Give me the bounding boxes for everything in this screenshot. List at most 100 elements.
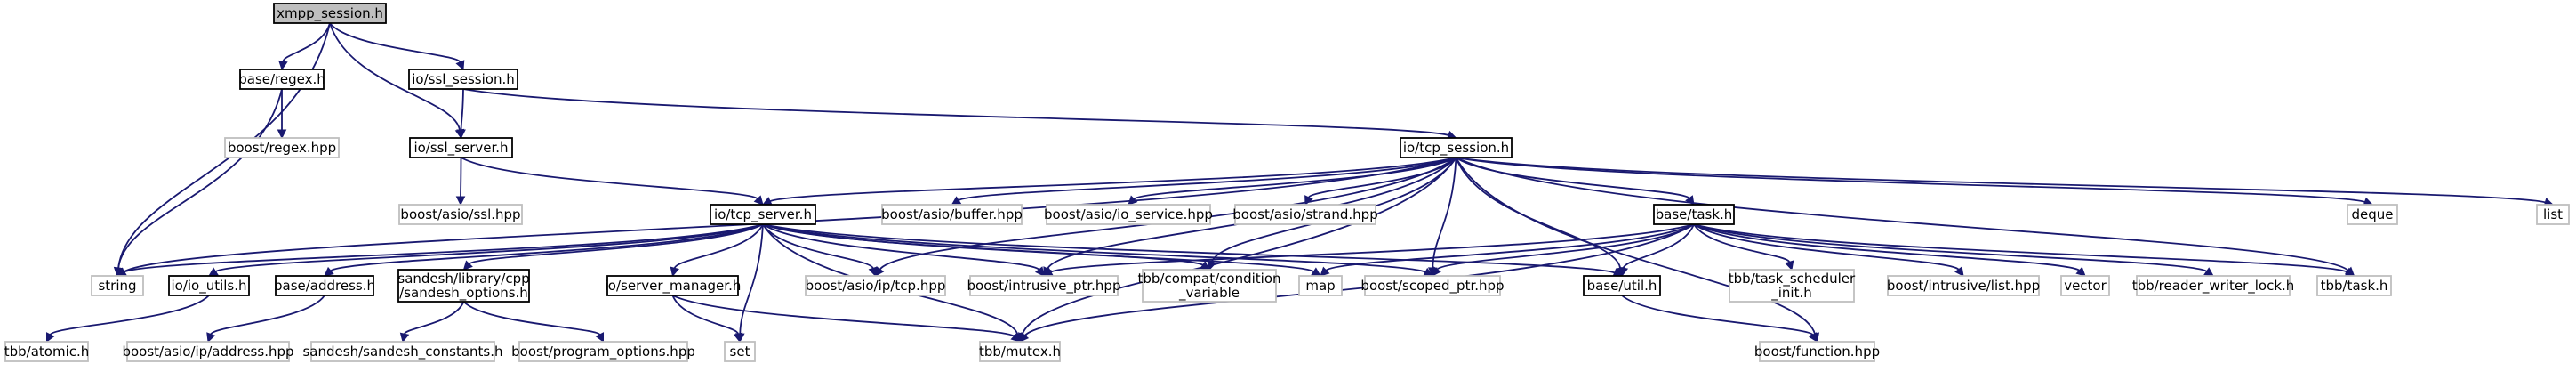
node-label: _variable <box>1178 285 1240 302</box>
node-boost-function: boost/function.hpp <box>1754 341 1880 362</box>
edge-io_server_manager-to-set <box>671 295 743 344</box>
edge-base_task-to-tbb_task_sched <box>1693 223 1794 271</box>
node-label: boost/asio/strand.hpp <box>1232 206 1377 222</box>
node-label: base/address.h <box>274 278 375 294</box>
node-label: io/io_utils.h <box>171 278 246 295</box>
node-boost-asio-strand: boost/asio/strand.hpp <box>1232 204 1378 225</box>
edge-io_tcp_session-to-deque <box>1456 157 2374 206</box>
node-boost-intrusive-list: boost/intrusive/list.hpp <box>1887 275 2040 296</box>
edge-base_regex-to-string <box>113 88 283 278</box>
node-label: io/server_manager.h <box>605 278 742 295</box>
edge-io_tcp_server-to-base_address <box>324 223 764 277</box>
node-label: io/ssl_server.h <box>413 140 508 157</box>
node-label: _init.h <box>1770 285 1812 302</box>
edge-io_tcp_server-to-boost_intrusive_ptr <box>762 223 1045 277</box>
node-label: boost/asio/ip/address.hpp <box>122 344 293 360</box>
node-xmpp-session[interactable]: xmpp_session.h <box>273 3 387 24</box>
node-deque: deque <box>2347 204 2398 225</box>
node-label: io/tcp_server.h <box>714 206 812 223</box>
node-label: boost/program_options.hpp <box>511 344 695 360</box>
edge-io_server_manager-to-tbb_mutex <box>672 295 1021 343</box>
edge-io_tcp_session-to-io_tcp_server <box>761 157 1457 206</box>
node-boost-intrusive-ptr: boost/intrusive_ptr.hpp <box>967 275 1121 296</box>
node-io-tcp-session[interactable]: io/tcp_session.h <box>1400 137 1513 158</box>
node-label: set <box>730 344 750 360</box>
node-vector: vector <box>2060 275 2110 296</box>
edge-base_task-to-boost_scoped_ptr <box>1432 223 1695 277</box>
node-label: tbb/atomic.h <box>4 344 90 360</box>
edge-io_tcp_server-to-string <box>116 223 764 277</box>
node-base-regex[interactable]: base/regex.h <box>238 69 325 90</box>
node-label: io/ssl_session.h <box>412 71 515 88</box>
edge-base_util-to-boost_function <box>1621 295 1818 343</box>
node-label: boost/asio/ip/tcp.hpp <box>806 278 946 294</box>
node-label: /sandesh_options.h <box>399 285 528 302</box>
node-label: base/task.h <box>1656 206 1733 222</box>
node-map: map <box>1298 275 1343 296</box>
node-tbb-mutex: tbb/mutex.h <box>979 341 1061 362</box>
node-label: sandesh/sandesh_constants.h <box>302 344 502 360</box>
node-boost-asio-ip-address: boost/asio/ip/address.hpp <box>122 341 294 362</box>
node-base-address[interactable]: base/address.h <box>274 275 375 296</box>
edge-io_tcp_session-to-boost_function <box>1455 157 1820 344</box>
node-label: base/regex.h <box>238 71 325 87</box>
node-boost-scoped-ptr: boost/scoped_ptr.hpp <box>1360 275 1505 296</box>
node-label: base/util.h <box>1587 278 1657 294</box>
edge-io_tcp_session-to-boost_asio_buffer <box>951 157 1457 206</box>
edge-io_tcp_server-to-sandesh_options <box>462 223 764 271</box>
node-tbb-task-sched: tbb/task_scheduler_init.h <box>1729 269 1856 303</box>
node-label: boost/asio/buffer.hpp <box>881 206 1023 222</box>
edge-io_tcp_server-to-boost_asio_ip_tcp <box>762 223 878 278</box>
node-label: sandesh/library/cpp <box>397 271 529 287</box>
node-io-io-utils[interactable]: io/io_utils.h <box>168 275 250 296</box>
node-io-ssl-session[interactable]: io/ssl_session.h <box>408 69 518 90</box>
node-list: list <box>2536 204 2570 225</box>
node-label: map <box>1305 278 1335 294</box>
node-boost-regex: boost/regex.hpp <box>224 137 340 158</box>
node-tbb-compat-condvar: tbb/compat/condition_variable <box>1137 269 1281 303</box>
node-base-util[interactable]: base/util.h <box>1583 275 1661 296</box>
node-label: xmpp_session.h <box>277 5 383 22</box>
node-label: boost/asio/io_service.hpp <box>1044 206 1213 223</box>
edge-io_tcp_server-to-io_server_manager <box>670 223 764 278</box>
node-boost-asio-io-service: boost/asio/io_service.hpp <box>1044 204 1213 225</box>
edge-base_task-to-vector <box>1693 223 2086 277</box>
node-label: tbb/compat/condition <box>1137 271 1280 287</box>
edge-xmpp_session-to-io_ssl_session <box>329 22 465 71</box>
edge-base_task-to-base_util <box>1618 223 1695 278</box>
edge-base_task-to-map <box>1320 223 1695 277</box>
node-io-ssl-server[interactable]: io/ssl_server.h <box>409 137 513 158</box>
node-base-task[interactable]: base/task.h <box>1653 204 1735 225</box>
node-label: tbb/task_scheduler <box>1729 271 1856 287</box>
node-boost-program-options: boost/program_options.hpp <box>511 341 695 362</box>
node-io-server-manager[interactable]: io/server_manager.h <box>605 275 742 296</box>
edge-sandesh_options-to-boost_program_options <box>462 301 605 344</box>
node-label: boost/scoped_ptr.hpp <box>1360 278 1504 295</box>
node-label: boost/function.hpp <box>1754 344 1880 360</box>
edge-io_ssl_session-to-io_ssl_server <box>456 88 466 140</box>
node-string: string <box>91 275 144 296</box>
edge-io_ssl_server-to-boost_asio_ssl <box>455 157 466 206</box>
node-label: tbb/reader_writer_lock.h <box>2132 278 2295 295</box>
node-label: io/tcp_session.h <box>1403 140 1509 157</box>
node-boost-asio-buffer: boost/asio/buffer.hpp <box>881 204 1023 225</box>
node-label: deque <box>2351 206 2393 222</box>
edge-io_io_utils-to-tbb_atomic <box>45 295 210 343</box>
node-boost-asio-ssl: boost/asio/ssl.hpp <box>398 204 523 225</box>
node-label: vector <box>2064 278 2107 294</box>
edge-io_tcp_session-to-base_util <box>1455 157 1625 278</box>
edge-xmpp_session-to-base_regex <box>278 22 331 71</box>
node-sandesh-constants: sandesh/sandesh_constants.h <box>302 341 503 362</box>
node-label: boost/intrusive_ptr.hpp <box>967 278 1121 295</box>
node-tbb-task: tbb/task.h <box>2316 275 2392 296</box>
node-tbb-atomic: tbb/atomic.h <box>4 341 90 362</box>
edge-io_tcp_session-to-list <box>1456 157 2555 207</box>
node-set: set <box>724 341 756 362</box>
node-sandesh-options[interactable]: sandesh/library/cpp/sandesh_options.h <box>397 269 530 303</box>
node-label: boost/regex.hpp <box>228 140 336 156</box>
edge-io_tcp_session-to-tbb_task <box>1456 157 2355 277</box>
node-io-tcp-server[interactable]: io/tcp_server.h <box>710 204 816 225</box>
node-label: boost/asio/ssl.hpp <box>400 206 520 222</box>
node-label: boost/intrusive/list.hpp <box>1887 278 2040 294</box>
